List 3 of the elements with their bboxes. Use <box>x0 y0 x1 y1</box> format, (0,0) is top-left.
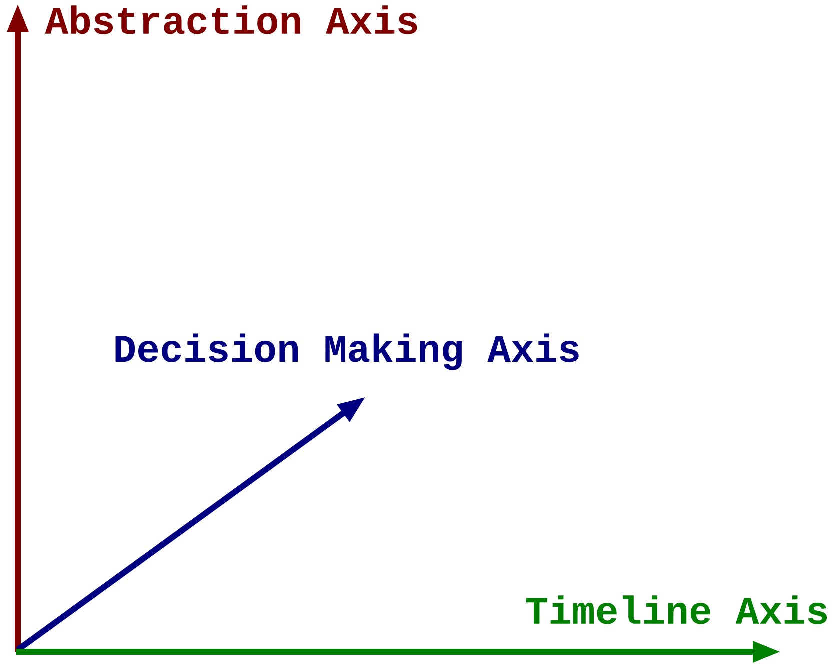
axis-label: Timeline Axis <box>526 596 828 624</box>
axis-label: Decision Making Axis <box>116 334 579 370</box>
axis-label: Abstraction Axis <box>45 6 418 34</box>
